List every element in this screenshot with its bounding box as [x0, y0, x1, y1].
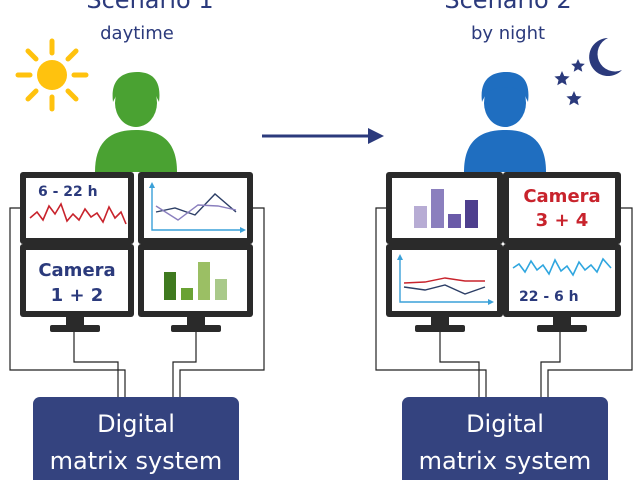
monitor-icon — [138, 244, 253, 317]
scenario1-title: Scenario 1 — [86, 0, 213, 14]
day-time-label: 6 - 22 h — [38, 184, 98, 200]
day-camera-label-line2: 1 + 2 — [51, 285, 104, 306]
scenario2-title: Scenario 2 — [444, 0, 571, 14]
matrix1-label-line1: Digital — [97, 410, 175, 438]
monitor-icon: 22 - 6 h — [503, 244, 621, 317]
person-icon-day — [95, 72, 177, 172]
monitor-icon — [138, 172, 253, 244]
wiring-scenario1 — [9, 207, 265, 398]
matrix1-label-line2: matrix system — [50, 447, 223, 475]
wiring-scenario2 — [375, 207, 633, 398]
monitor-icon: 6 - 22 h — [20, 172, 134, 244]
night-time-label: 22 - 6 h — [519, 289, 579, 305]
moon-icon — [589, 38, 622, 76]
monitor-stand — [415, 317, 587, 332]
scenario2-subtitle: by night — [471, 23, 545, 44]
person-icon-night — [464, 72, 546, 172]
monitor-stand — [50, 317, 221, 332]
monitor-icon — [386, 172, 503, 244]
matrix2-label-line1: Digital — [466, 410, 544, 438]
monitor-icon — [386, 244, 503, 317]
monitor-icon: Camera 3 + 4 — [503, 172, 621, 244]
arrow-right-icon — [262, 128, 384, 144]
digital-matrix-box-scenario2: Digital matrix system — [402, 397, 608, 480]
night-camera-label-line2: 3 + 4 — [536, 210, 589, 231]
day-camera-label-line1: Camera — [38, 260, 115, 281]
sun-icon — [15, 38, 89, 112]
digital-matrix-box-scenario1: Digital matrix system — [33, 397, 239, 480]
star-icon — [554, 59, 585, 106]
monitor-icon: Camera 1 + 2 — [20, 244, 134, 317]
scenario1-subtitle: daytime — [100, 23, 174, 44]
matrix2-label-line2: matrix system — [419, 447, 592, 475]
night-camera-label-line1: Camera — [523, 186, 600, 207]
